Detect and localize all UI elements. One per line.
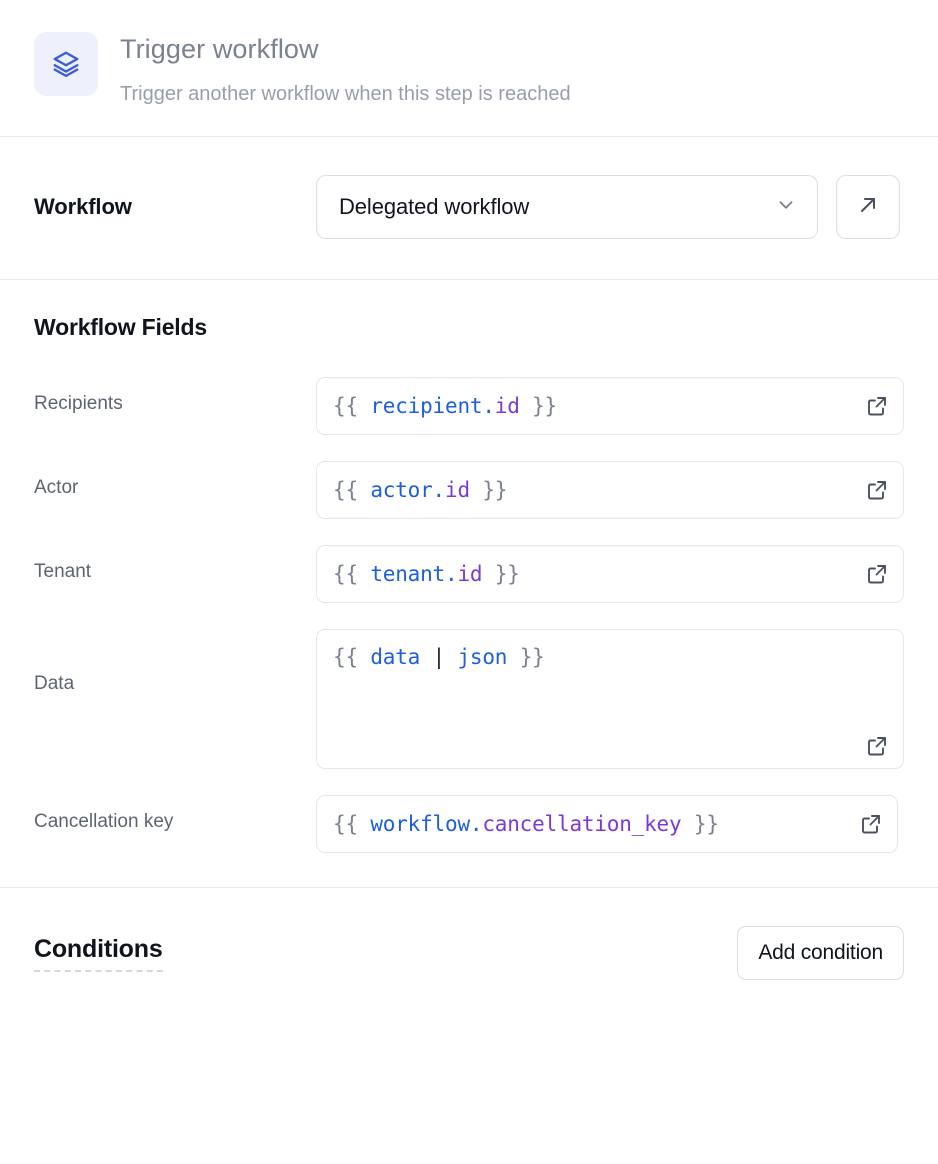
workflow-select-value: Delegated workflow: [339, 194, 530, 220]
cancellation-key-value: {{ workflow.cancellation_key }}: [333, 811, 719, 836]
conditions-title[interactable]: Conditions: [34, 935, 163, 972]
field-label-actor: Actor: [34, 477, 79, 499]
field-row: Data {{ data | json }}: [34, 629, 904, 770]
step-header-text: Trigger workflow Trigger another workflo…: [120, 32, 571, 106]
external-link-icon[interactable]: [865, 734, 889, 758]
layers-icon: [34, 32, 98, 96]
workflow-select[interactable]: Delegated workflow: [316, 175, 818, 240]
workflow-label: Workflow: [34, 194, 132, 220]
workflow-select-group: Delegated workflow: [316, 175, 904, 240]
step-header: Trigger workflow Trigger another workflo…: [0, 0, 938, 136]
divider-workflow: [0, 279, 938, 281]
field-row: Actor {{ actor.id }}: [34, 461, 904, 520]
recipients-input[interactable]: {{ recipient.id }}: [316, 377, 904, 436]
field-row: Recipients {{ recipient.id }}: [34, 377, 904, 436]
workflow-fields-section: Workflow Fields Recipients {{ recipient.…: [0, 280, 938, 887]
actor-input[interactable]: {{ actor.id }}: [316, 461, 904, 520]
recipients-value: {{ recipient.id }}: [333, 393, 558, 418]
field-row: Cancellation key {{ workflow.cancellatio…: [34, 795, 904, 854]
external-link-icon[interactable]: [859, 812, 883, 836]
actor-value: {{ actor.id }}: [333, 477, 508, 502]
divider-header: [0, 136, 938, 138]
field-row: Tenant {{ tenant.id }}: [34, 545, 904, 604]
conditions-section: Conditions Add condition: [0, 888, 938, 981]
external-link-icon[interactable]: [865, 394, 889, 418]
data-textarea[interactable]: {{ data | json }}: [316, 629, 904, 770]
page-subtitle: Trigger another workflow when this step …: [120, 83, 571, 106]
cancellation-key-input[interactable]: {{ workflow.cancellation_key }}: [316, 795, 898, 854]
arrow-up-right-icon: [856, 193, 880, 222]
divider-fields: [0, 887, 938, 889]
field-label-data: Data: [34, 673, 75, 695]
workflow-row: Workflow Delegated workflow: [0, 137, 938, 279]
external-link-icon[interactable]: [865, 562, 889, 586]
field-label-cancellation-key: Cancellation key: [34, 811, 174, 833]
page-title: Trigger workflow: [120, 34, 319, 64]
workflow-fields-heading: Workflow Fields: [34, 314, 207, 341]
chevron-down-icon: [775, 194, 797, 221]
open-workflow-button[interactable]: [836, 175, 900, 240]
tenant-input[interactable]: {{ tenant.id }}: [316, 545, 904, 604]
data-value: {{ data | json }}: [333, 645, 545, 670]
external-link-icon[interactable]: [865, 478, 889, 502]
field-label-tenant: Tenant: [34, 561, 92, 583]
field-label-recipients: Recipients: [34, 393, 123, 415]
add-condition-button[interactable]: Add condition: [737, 926, 904, 981]
tenant-value: {{ tenant.id }}: [333, 561, 520, 586]
